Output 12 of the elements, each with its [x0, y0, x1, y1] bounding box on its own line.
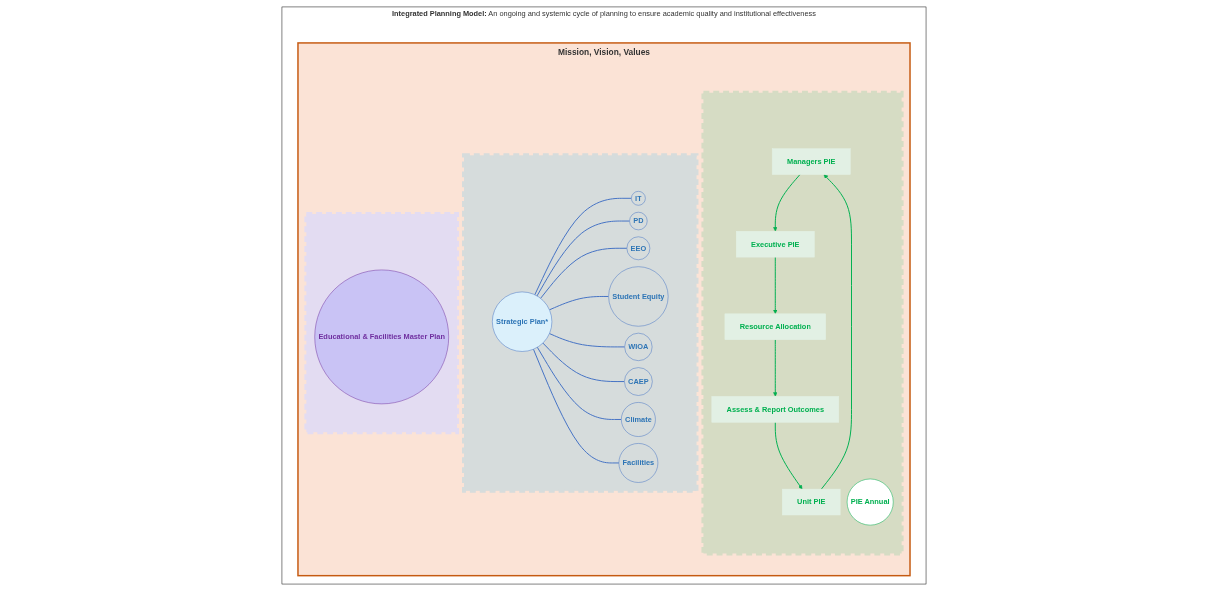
band-title: Mission, Vision, Values — [557, 46, 650, 57]
cluster — [303, 211, 459, 434]
connector — [533, 197, 632, 295]
connector — [536, 346, 622, 420]
connector — [532, 348, 619, 463]
cluster — [700, 90, 904, 555]
cluster — [461, 152, 698, 493]
connector — [536, 220, 630, 296]
connector — [548, 332, 625, 347]
connector — [539, 247, 627, 299]
connector — [541, 342, 625, 382]
connector — [548, 295, 609, 310]
